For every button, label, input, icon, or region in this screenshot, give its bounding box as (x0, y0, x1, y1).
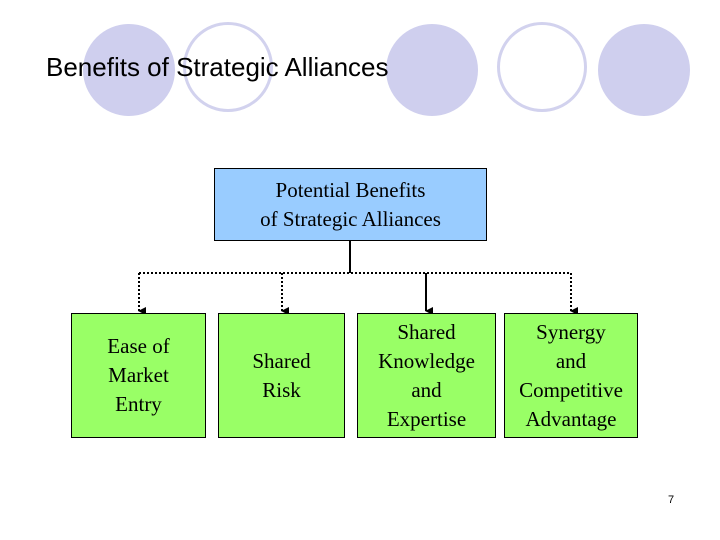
child-node-label: Shared Risk (252, 348, 311, 402)
decor-circle-1 (83, 24, 175, 116)
page-number: 7 (668, 494, 675, 506)
root-node-label: Potential Benefits of Strategic Alliance… (260, 177, 441, 231)
child-node-label: Ease of Market Entry (107, 334, 170, 416)
decor-circle-2 (183, 22, 273, 112)
decor-circle-4 (497, 22, 587, 112)
decor-circle-5 (598, 24, 690, 116)
decor-circle-3 (386, 24, 478, 116)
child-node-shared-risk: Shared Risk (218, 313, 345, 438)
child-node-label: Shared Knowledge and Expertise (378, 319, 475, 431)
root-node: Potential Benefits of Strategic Alliance… (214, 168, 487, 241)
slide-title: Benefits of Strategic Alliances (46, 52, 389, 82)
child-node-label: Synergy and Competitive Advantage (519, 319, 623, 431)
child-node-synergy: Synergy and Competitive Advantage (504, 313, 638, 438)
child-node-shared-knowledge: Shared Knowledge and Expertise (357, 313, 496, 438)
child-node-ease-of-market-entry: Ease of Market Entry (71, 313, 206, 438)
